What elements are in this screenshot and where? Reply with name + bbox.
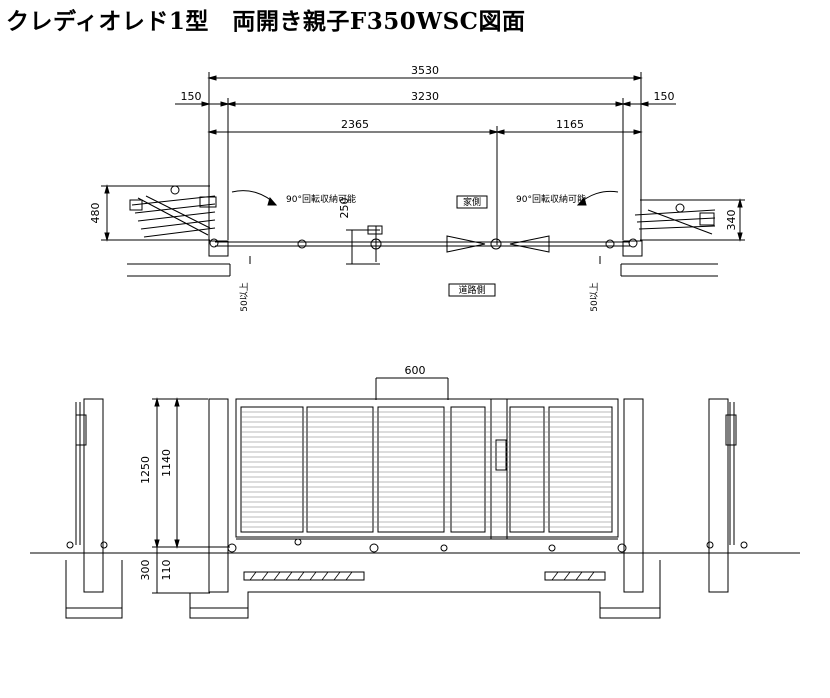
dim-300-label: 300 xyxy=(139,560,152,581)
dim-inner-label: 3230 xyxy=(411,90,439,103)
dim-fold-right-label: 340 xyxy=(725,210,738,231)
plan-view: 3530 3230 150 150 2365 1165 xyxy=(89,64,745,312)
dim-stop-label: 250 xyxy=(338,198,351,219)
dim-110-label: 110 xyxy=(160,560,173,581)
closed-gate-line xyxy=(215,225,630,262)
dim-leaf-large-label: 2365 xyxy=(341,118,369,131)
house-side-label: 家側 xyxy=(463,196,481,208)
dim-600-label: 600 xyxy=(405,364,426,377)
dim-1250-label: 1250 xyxy=(139,456,152,484)
gate-panels xyxy=(227,398,627,553)
left-post-plan xyxy=(208,240,229,257)
elevation-view: 600 1250 1140 300 110 xyxy=(30,364,800,619)
right-post xyxy=(623,398,644,593)
dim-leaf-small-label: 1165 xyxy=(556,118,584,131)
left-side-view xyxy=(66,398,108,593)
dim-1140-label: 1140 xyxy=(160,449,173,477)
road-side-box xyxy=(448,283,496,297)
dim-right-post-label: 150 xyxy=(654,90,675,103)
dim-overall: 3530 xyxy=(207,64,643,240)
dim-inner: 3230 150 150 xyxy=(175,90,676,240)
clear-right-label: 50以上 xyxy=(589,282,600,311)
dim-left-post-label: 150 xyxy=(181,90,202,103)
dim-overall-label: 3530 xyxy=(411,64,439,77)
house-side-box xyxy=(456,195,488,209)
dim-leaves: 2365 1165 xyxy=(207,118,643,245)
rail-right xyxy=(544,571,606,581)
dim-fold-left-label: 480 xyxy=(89,203,102,224)
rail-left xyxy=(243,571,365,581)
left-post xyxy=(208,398,229,593)
left-swing-note: 90°回転収納可能 xyxy=(286,193,356,205)
right-side-view xyxy=(706,398,748,593)
road-side-label: 道路側 xyxy=(458,284,485,296)
left-folded-gate xyxy=(129,185,219,248)
clear-left-label: 50以上 xyxy=(239,282,250,311)
right-post-plan xyxy=(622,240,643,257)
page-title: クレディオレド1型 両開き親子F350WSC図面 xyxy=(6,8,526,35)
right-swing-note: 90°回転収納可能 xyxy=(516,193,586,205)
right-folded-gate xyxy=(628,203,716,248)
